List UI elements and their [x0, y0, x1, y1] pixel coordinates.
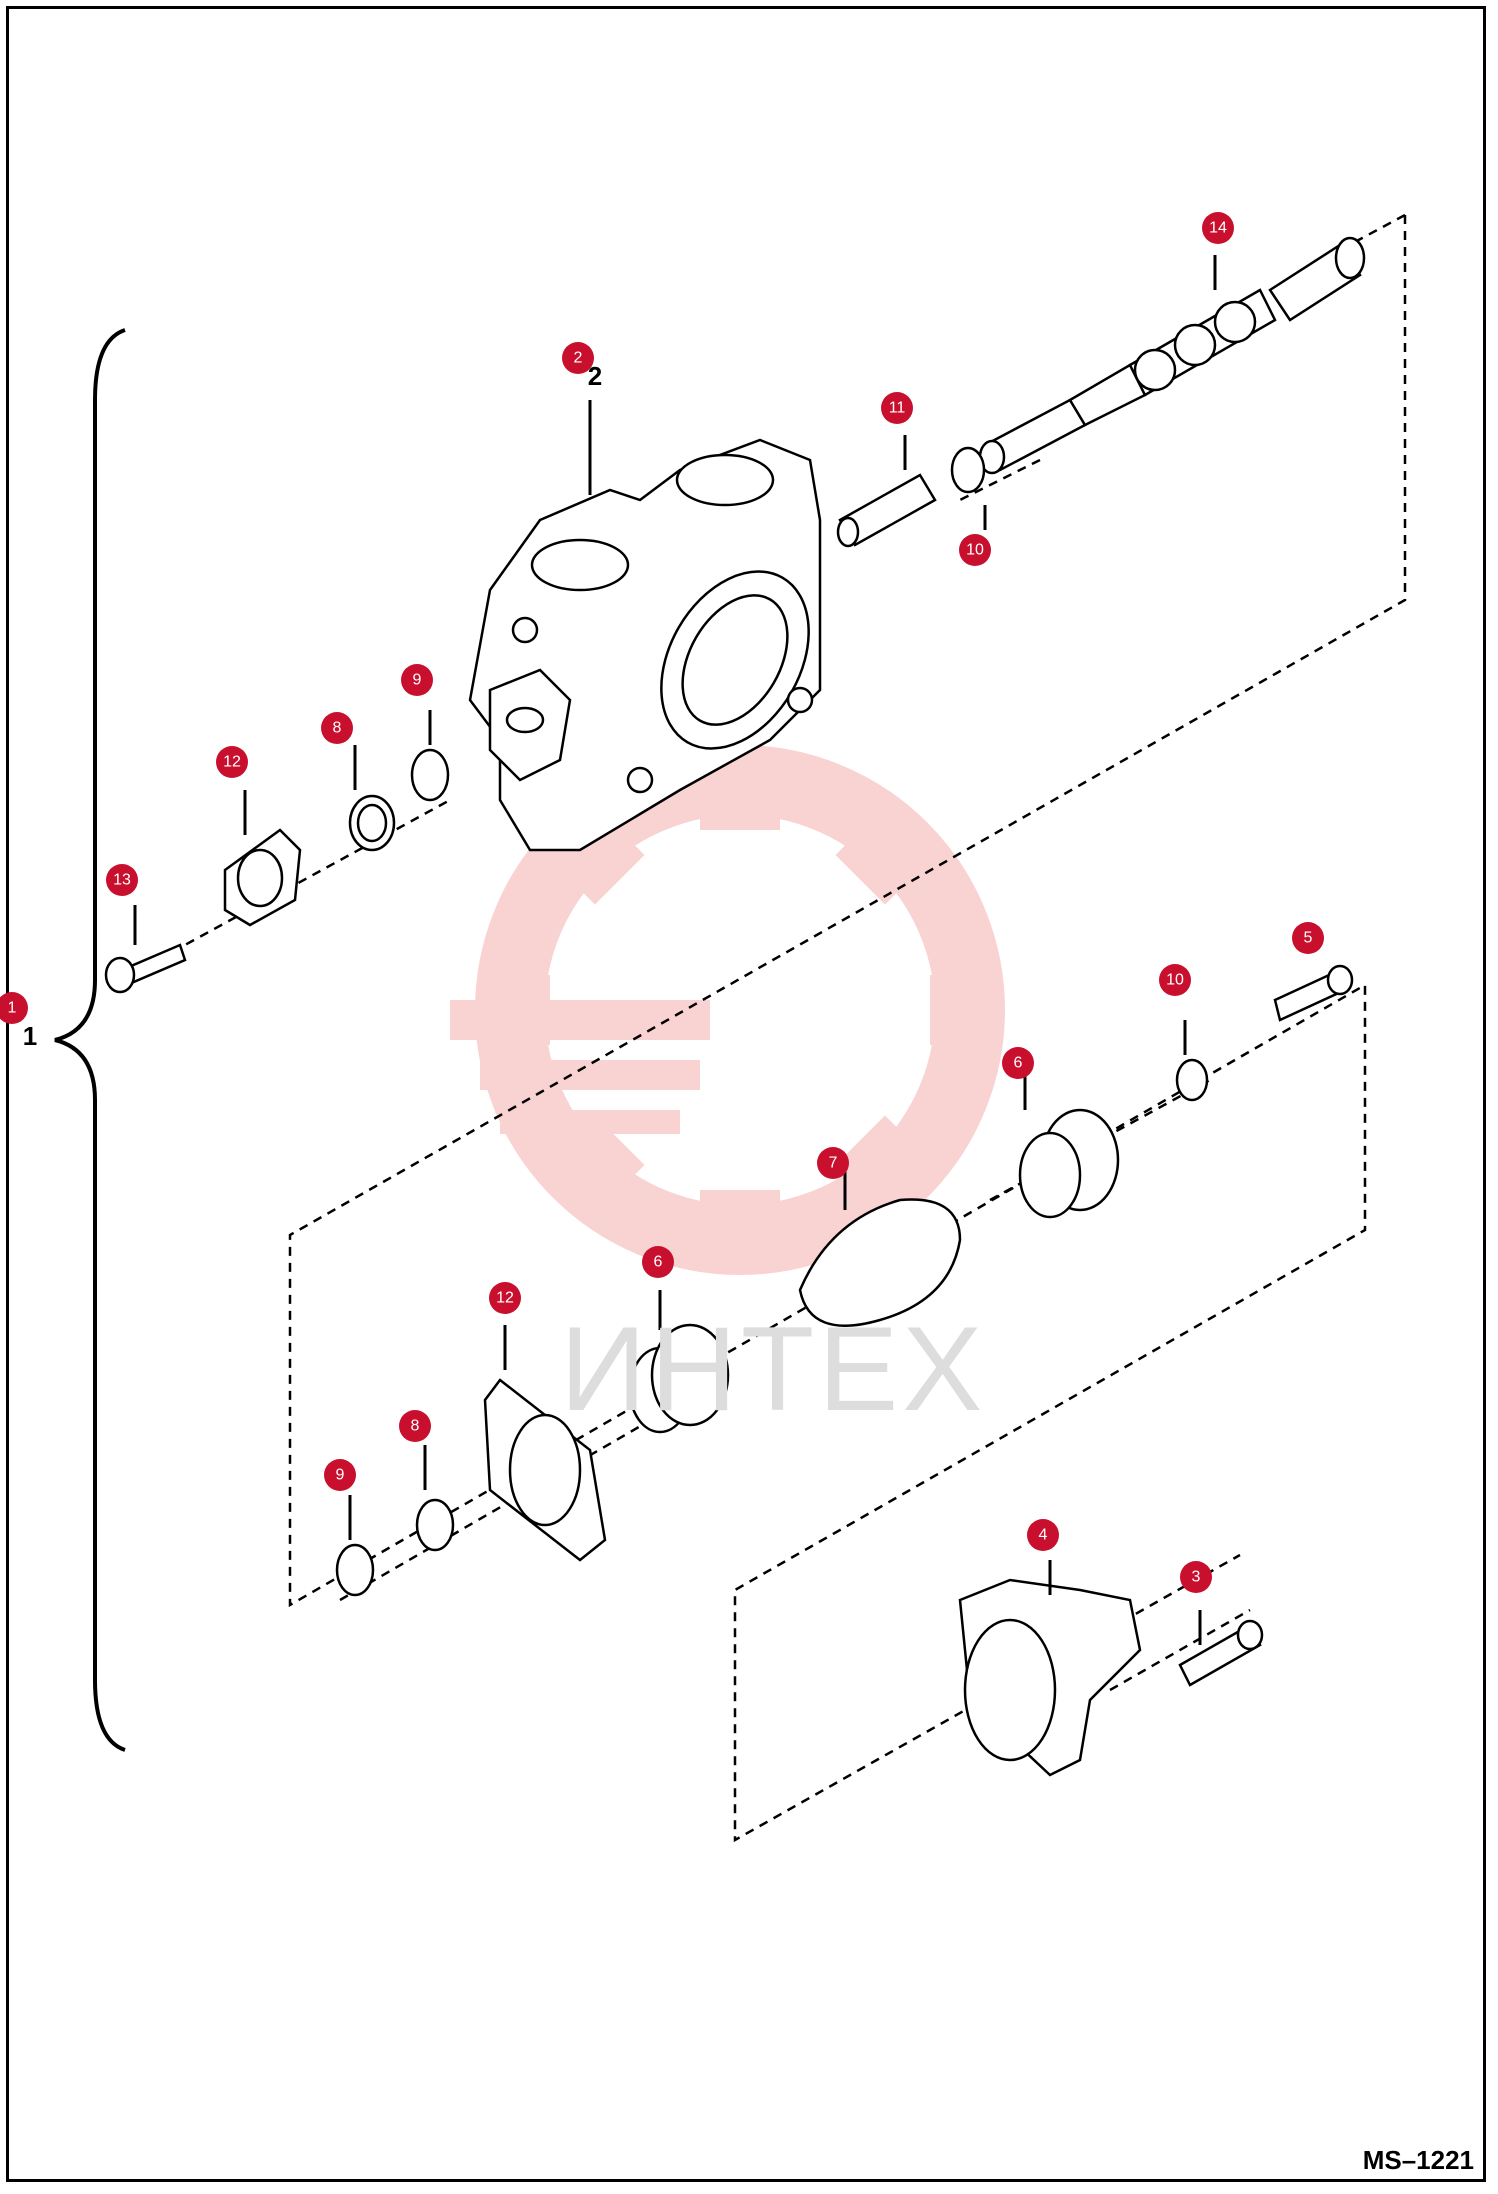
- callout-9a: 9: [401, 664, 433, 696]
- callout-8a-badge: [321, 712, 353, 744]
- callout-9a-badge: [401, 664, 433, 696]
- callout-10b-label: 10: [966, 542, 984, 559]
- callout-6a: 6: [1002, 1047, 1034, 1079]
- callout-5: 5: [1292, 922, 1324, 954]
- callout-2-label: 2: [574, 350, 583, 367]
- bottom-parts: [958, 1578, 1264, 1777]
- callout-8a: 8: [321, 712, 353, 744]
- callout-3-label: 3: [1192, 1569, 1201, 1586]
- watermark-gear-icon: [450, 745, 1005, 1275]
- drawing-code: MS–1221: [1362, 2145, 1474, 2175]
- callout-7-badge: [817, 1147, 849, 1179]
- callout-3: 3: [1180, 1561, 1212, 1593]
- callout-12b-label: 12: [496, 1290, 514, 1307]
- printed-part-numbers: 2 1: [23, 361, 602, 1051]
- callout-13: 13: [106, 864, 138, 896]
- callout-11-badge: [881, 392, 913, 424]
- callout-14: 14: [1202, 212, 1234, 244]
- callout-1-label: 1: [8, 1000, 17, 1017]
- callout-4-badge: [1027, 1519, 1059, 1551]
- callout-12b-badge: [489, 1282, 521, 1314]
- callout-11: 11: [881, 392, 913, 424]
- callout-4-label: 4: [1039, 1527, 1048, 1544]
- callout-12a: 12: [216, 746, 248, 778]
- callout-4: 4: [1027, 1519, 1059, 1551]
- callout-7: 7: [817, 1147, 849, 1179]
- callout-14-label: 14: [1209, 220, 1227, 237]
- callout-10a-label: 10: [1166, 972, 1184, 989]
- callout-12a-label: 12: [223, 754, 241, 771]
- callout-6b-badge: [642, 1246, 674, 1278]
- callout-1-badge: [0, 992, 28, 1024]
- callout-8b: 8: [399, 1410, 431, 1442]
- assembly-brace: [54, 328, 126, 1752]
- callout-9a-label: 9: [413, 672, 422, 689]
- callout-13-label: 13: [113, 872, 131, 889]
- drawing-frame: [6, 6, 1486, 2182]
- callout-6a-badge: [1002, 1047, 1034, 1079]
- callout-12b: 12: [489, 1282, 521, 1314]
- callout-5-label: 5: [1304, 930, 1313, 947]
- callout-9b: 9: [324, 1459, 356, 1491]
- callout-3-badge: [1180, 1561, 1212, 1593]
- callout-8b-label: 8: [411, 1418, 420, 1435]
- callout-9b-label: 9: [336, 1467, 345, 1484]
- callout-5-badge: [1292, 922, 1324, 954]
- part-label-1: 1: [23, 1021, 37, 1051]
- callout-2: 2: [562, 342, 594, 374]
- callout-9b-badge: [324, 1459, 356, 1491]
- callout-6a-label: 6: [1014, 1055, 1023, 1072]
- left-small-parts: [104, 748, 450, 994]
- middle-parts: [335, 964, 1354, 1597]
- callout-7-label: 7: [829, 1155, 838, 1172]
- callout-10a-badge: [1159, 964, 1191, 996]
- callout-2-badge: [562, 342, 594, 374]
- part-label-2: 2: [588, 361, 602, 391]
- callout-10a: 10: [1159, 964, 1191, 996]
- callout-12a-badge: [216, 746, 248, 778]
- callout-11-label: 11: [889, 400, 906, 417]
- callout-6b: 6: [642, 1246, 674, 1278]
- callout-6b-label: 6: [654, 1254, 663, 1271]
- callout-8b-badge: [399, 1410, 431, 1442]
- callout-10b: 10: [959, 534, 991, 566]
- spool-part: [978, 236, 1366, 475]
- callout-8a-label: 8: [333, 720, 342, 737]
- watermark-text: ИНТЕХ: [560, 1302, 987, 1436]
- callout-1: 1: [0, 992, 28, 1024]
- callout-14-badge: [1202, 212, 1234, 244]
- spool-end-part: [836, 446, 986, 548]
- callout-10b-badge: [959, 534, 991, 566]
- valve-body-part: [468, 438, 822, 852]
- callout-13-badge: [106, 864, 138, 896]
